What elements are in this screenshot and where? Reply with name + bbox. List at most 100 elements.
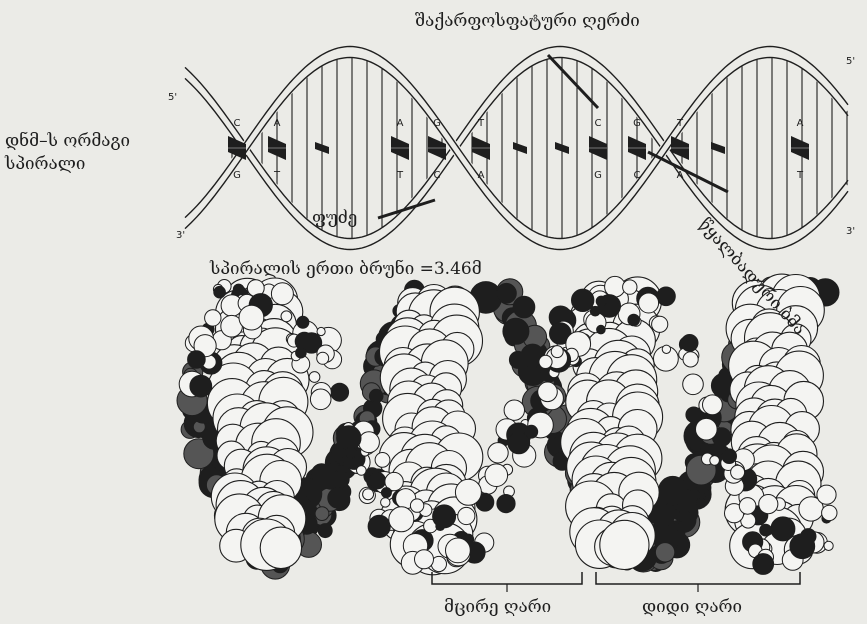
title-line-2: სპირალი bbox=[5, 153, 130, 176]
surface-atom bbox=[357, 466, 367, 476]
surface-atom bbox=[433, 505, 456, 528]
surface-atom bbox=[683, 374, 704, 395]
major-groove-label: დიდი ღარი bbox=[642, 596, 742, 619]
surface-atom bbox=[488, 443, 508, 463]
backbone-atom bbox=[513, 296, 535, 318]
surface-atom bbox=[539, 355, 552, 368]
base-letter: G bbox=[633, 118, 641, 129]
surface-atom bbox=[572, 289, 594, 311]
surface-atom bbox=[389, 507, 414, 532]
base-letter: T bbox=[477, 118, 485, 129]
base-letter: T bbox=[396, 170, 404, 181]
surface-atom bbox=[525, 425, 538, 438]
major-groove-bracket bbox=[596, 572, 800, 584]
surface-atom bbox=[710, 456, 720, 466]
backbone-atom bbox=[315, 507, 329, 521]
surface-atom bbox=[623, 280, 637, 294]
surface-atom bbox=[271, 283, 293, 305]
surface-atom bbox=[652, 316, 668, 332]
base-letter: C bbox=[234, 118, 241, 129]
surface-atom bbox=[628, 314, 640, 326]
surface-atom bbox=[368, 515, 390, 537]
surface-atom bbox=[359, 432, 380, 453]
surface-atom bbox=[639, 293, 659, 313]
backbone-atom bbox=[332, 470, 350, 488]
surface-atom bbox=[657, 287, 676, 306]
surface-atom bbox=[822, 505, 837, 520]
surface-atom bbox=[731, 465, 745, 479]
surface-atom bbox=[205, 310, 221, 326]
surface-atom bbox=[331, 383, 349, 401]
surface-atom bbox=[538, 382, 558, 402]
backbone-atom bbox=[318, 524, 332, 538]
surface-atom bbox=[760, 524, 772, 536]
three-prime-right: 3' bbox=[846, 226, 855, 237]
surface-atom bbox=[696, 418, 718, 440]
surface-atom bbox=[345, 447, 357, 459]
surface-atom bbox=[753, 554, 774, 575]
base-pair: AT bbox=[391, 118, 409, 181]
surface-atom bbox=[597, 325, 606, 334]
surface-atom bbox=[596, 296, 606, 306]
three-prime-left: 3' bbox=[176, 230, 185, 241]
surface-atom bbox=[188, 351, 206, 369]
base-letter: A bbox=[478, 170, 485, 181]
surface-atom bbox=[686, 407, 702, 423]
surface-atom bbox=[214, 286, 226, 298]
backbone-atom bbox=[503, 318, 529, 344]
base-letter: C bbox=[434, 170, 441, 181]
surface-atom bbox=[310, 389, 331, 410]
surface-atom bbox=[722, 449, 737, 464]
backbone-atom bbox=[369, 389, 383, 403]
surface-atom bbox=[296, 347, 307, 358]
base-atom bbox=[600, 520, 649, 569]
surface-atom bbox=[701, 443, 710, 452]
surface-atom bbox=[504, 400, 524, 420]
surface-atom bbox=[281, 311, 292, 322]
backbone-atom bbox=[655, 543, 674, 562]
surface-atom bbox=[790, 534, 815, 559]
base-letter: G bbox=[433, 118, 441, 129]
base-letter: A bbox=[397, 118, 404, 129]
surface-atom bbox=[239, 305, 264, 330]
surface-atom bbox=[551, 346, 563, 358]
surface-atom bbox=[771, 517, 795, 541]
turn-length-label: სპირალის ერთი ბრუნი =3.46მ bbox=[210, 258, 482, 281]
base-letter: C bbox=[595, 118, 602, 129]
five-prime-left: 5' bbox=[168, 92, 177, 103]
surface-atom bbox=[363, 489, 374, 500]
surface-atom bbox=[739, 498, 756, 515]
base-letter: G bbox=[233, 170, 241, 181]
five-prime-right: 5' bbox=[846, 56, 855, 67]
surface-atom bbox=[681, 335, 698, 352]
backbone-label: შაქარფოსფატური ღერძი bbox=[415, 10, 640, 33]
surface-atom bbox=[317, 327, 325, 335]
surface-atom bbox=[381, 488, 391, 498]
base-letter: T bbox=[796, 170, 804, 181]
base-letter: G bbox=[594, 170, 602, 181]
base-label: ფუძე bbox=[312, 207, 357, 230]
surface-atom bbox=[497, 495, 515, 513]
surface-atom bbox=[317, 352, 329, 364]
base-letter: T bbox=[273, 170, 281, 181]
surface-atom bbox=[817, 485, 836, 504]
surface-atom bbox=[824, 541, 833, 550]
base-letter: C bbox=[634, 170, 641, 181]
base-stub bbox=[513, 142, 527, 154]
backbone-atom bbox=[652, 505, 675, 528]
surface-atom bbox=[233, 284, 244, 295]
title-line-1: დნმ–ს ორმაგი bbox=[5, 130, 130, 153]
surface-atom bbox=[703, 395, 723, 415]
double-helix-title: დნმ–ს ორმაგი სპირალი bbox=[5, 130, 130, 176]
backbone-atom bbox=[312, 464, 332, 484]
surface-atom bbox=[759, 495, 778, 514]
base-letter: A bbox=[274, 118, 281, 129]
backbone-atom bbox=[328, 488, 348, 508]
surface-atom bbox=[381, 498, 390, 507]
groove-brackets bbox=[432, 572, 800, 592]
surface-atom bbox=[415, 550, 434, 569]
surface-atom bbox=[458, 507, 475, 524]
surface-atom bbox=[590, 306, 600, 316]
surface-atom bbox=[605, 276, 626, 297]
